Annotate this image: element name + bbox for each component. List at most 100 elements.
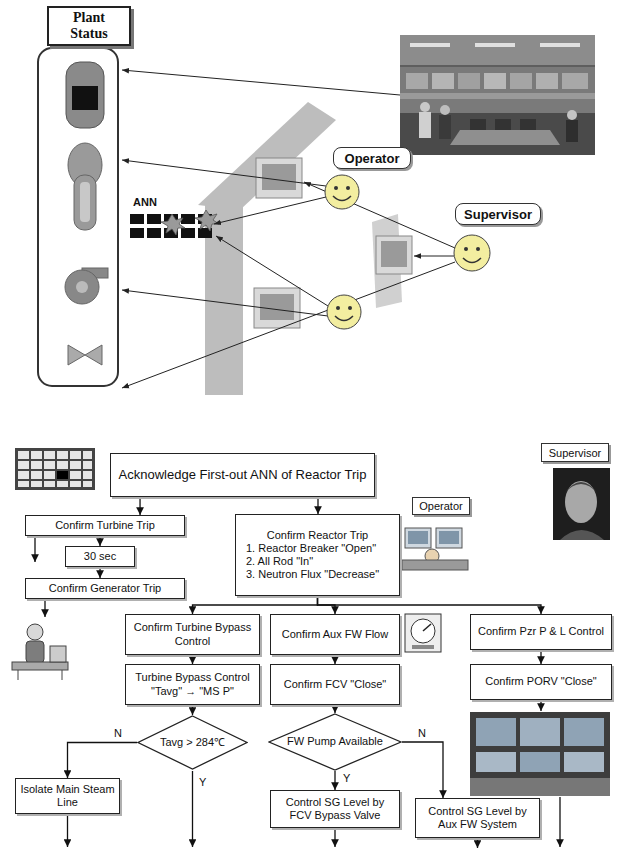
plant-icon-column (38, 48, 118, 386)
control-room-photo (458, 73, 480, 89)
leader-line (122, 70, 400, 95)
node-text: Tavg > 284℃ (160, 736, 225, 749)
panel-label: ANN (131, 196, 159, 209)
gauge-icon (412, 645, 434, 649)
annunciator-panel (57, 481, 68, 487)
control-room-photo (400, 35, 595, 155)
reactor-vessel-icon (66, 62, 104, 128)
plant-icon-column (38, 48, 118, 386)
smiley-face (334, 186, 338, 190)
annunciator-panel (31, 481, 42, 487)
control-room-photo (400, 35, 595, 65)
control-room-photo (470, 119, 486, 130)
console-panel (198, 102, 336, 210)
flow-connector (192, 705, 193, 715)
control-room-photo (567, 110, 577, 120)
gauge-icon (405, 614, 441, 652)
annunciator-panel (57, 471, 68, 479)
supervisor-photo (560, 530, 604, 540)
role-label: Supervisor (455, 203, 541, 225)
annunciator-panel (83, 471, 92, 479)
control-panel-photo (520, 752, 560, 772)
node-text: Confirm Aux FW Flow (282, 628, 388, 641)
control-panel-photo (520, 718, 560, 746)
process-box: Confirm Turbine Trip (25, 515, 185, 536)
reactor-vessel-icon (66, 62, 104, 128)
gauge-icon (405, 614, 441, 652)
annunciator-panel (70, 481, 81, 487)
monitor-icon (254, 158, 412, 328)
flow-line (540, 701, 541, 711)
annunciator-panel (18, 451, 92, 487)
flow-connector (402, 742, 443, 798)
control-room-photo (540, 43, 580, 47)
annunciator-panel (83, 481, 92, 487)
control-room-photo (520, 119, 536, 130)
flow-line (192, 771, 193, 847)
flow-connector (139, 497, 140, 515)
control-room-photo (400, 93, 595, 99)
smiley-face (333, 196, 351, 201)
node-text: Turbine Bypass Control "Tavg" → "MS P" (130, 671, 255, 697)
monitor-icon (376, 236, 412, 274)
role-label: Operator (333, 147, 411, 169)
supervisor-photo (553, 468, 610, 540)
annunciator-panel (18, 481, 29, 487)
operator-cartoon (408, 531, 428, 544)
operator-cartoon (436, 528, 462, 548)
branch-label: N (112, 727, 124, 740)
node-text: Supervisor (549, 447, 602, 459)
control-room-photo (400, 67, 595, 113)
node-text: 1. Reactor Breaker "Open" (240, 542, 395, 555)
smiley-face (454, 235, 490, 271)
leader-line (122, 160, 326, 186)
control-panel-photo (470, 712, 610, 796)
flow-connector (318, 596, 542, 614)
annunciator-panel (70, 461, 81, 469)
control-panel-photo (470, 778, 610, 796)
annunciator-panel (83, 461, 92, 469)
smiley-face (325, 175, 490, 329)
control-room-photo (440, 105, 450, 115)
flow-connector (68, 743, 138, 779)
control-room-photo (566, 120, 578, 142)
process-box: Confirm Generator Trip (25, 578, 185, 599)
flow-connector (193, 596, 318, 614)
control-room-photo (562, 73, 588, 89)
node-text: Isolate Main Steam Line (20, 783, 115, 809)
annunciator-panel (57, 451, 68, 459)
gauge-icon (411, 619, 435, 643)
leader-line (216, 236, 328, 306)
role-label: Supervisor (541, 443, 609, 462)
decision-diamond: Tavg > 284℃ (137, 715, 248, 770)
annunciator-tiles (181, 214, 195, 224)
branch-label: Y (197, 776, 208, 789)
control-panel-photo (476, 718, 516, 746)
steam-generator-icon (80, 182, 90, 222)
reactor-vessel-icon (72, 86, 98, 110)
annunciator-panel (18, 461, 29, 469)
annunciator-panel (44, 461, 55, 469)
control-room-photo (432, 73, 454, 89)
node-text: Supervisor (464, 207, 532, 222)
annunciator-tiles (130, 214, 144, 224)
control-room-photo (495, 119, 511, 130)
process-box: Confirm Turbine Bypass Control (125, 614, 260, 655)
worker-figure (12, 624, 68, 680)
process-box: Acknowledge First-out ANN of Reactor Tri… (110, 453, 375, 497)
smiley-face (335, 316, 353, 321)
control-room-photo (475, 43, 515, 47)
flow-connector (334, 705, 335, 713)
diamond-outline (269, 714, 401, 770)
node-text: Operator (345, 151, 400, 166)
annunciator-panel (31, 451, 42, 459)
operator-cartoon (405, 528, 431, 548)
process-box: Turbine Bypass Control "Tavg" → "MS P" (125, 664, 260, 705)
node-text: Confirm Reactor Trip (267, 529, 368, 542)
node-text: Acknowledge First-out ANN of Reactor Tri… (119, 467, 367, 483)
annunciator-panel (44, 481, 55, 487)
decision-diamond: FW Pump Available (268, 713, 402, 771)
gauge-icon (423, 624, 431, 631)
node-text: Confirm FCV "Close" (284, 678, 387, 691)
process-box: Confirm Aux FW Flow (270, 614, 400, 655)
